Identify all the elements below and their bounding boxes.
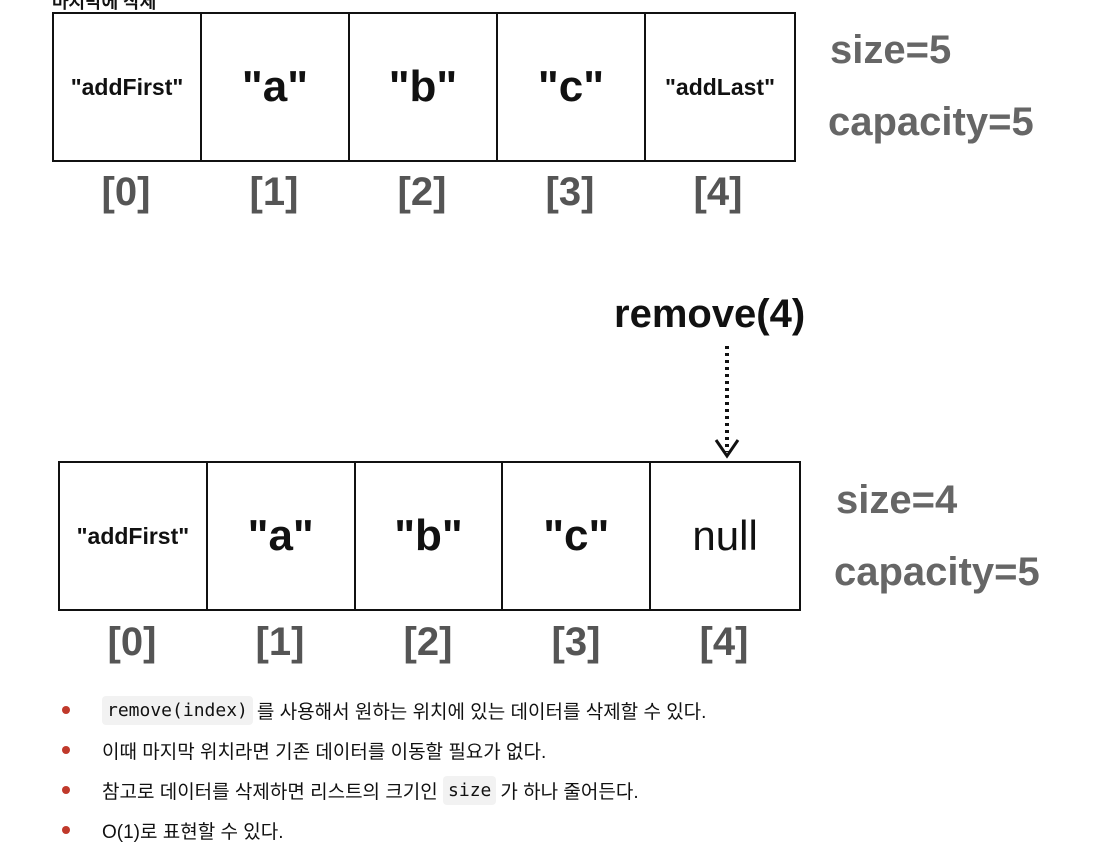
index-label: [4] [699, 620, 749, 664]
index-label: [3] [545, 170, 595, 214]
array-cell: "c" [498, 14, 646, 160]
inline-code: remove(index) [102, 695, 253, 725]
array-cell: "a" [208, 463, 356, 609]
array-cell: "addLast" [665, 73, 775, 100]
array-cell: "b" [350, 14, 498, 160]
size-label-before: size=5 [830, 28, 952, 72]
list-item: remove(index) 를 사용해서 원하는 위치에 있는 데이터를 삭제할… [62, 690, 1102, 730]
index-label: [0] [101, 170, 151, 214]
list-item-text: 가 하나 줄어든다. [500, 781, 639, 803]
array-cell-null: null [692, 512, 758, 559]
operation-label: remove(4) [614, 292, 806, 336]
list-item-text: 참고로 데이터를 삭제하면 리스트의 크기인 [102, 781, 444, 803]
index-label: [1] [249, 170, 299, 214]
array-cell: "c" [503, 463, 652, 609]
index-labels-after: [0] [1] [2] [3] [4] [58, 620, 801, 665]
list-item-text: 이때 마지막 위치라면 기존 데이터를 이동할 필요가 없다. [102, 741, 547, 763]
dotted-arrow-icon [714, 346, 740, 459]
section-heading: 마지막에 삭제 [52, 0, 157, 12]
inline-code: size [443, 775, 497, 805]
index-label: [0] [107, 620, 157, 664]
array-cell: "b" [356, 463, 504, 609]
bullet-icon [62, 826, 70, 834]
array-cell: "addFirst" [60, 463, 208, 609]
array-cell: "addFirst" [54, 14, 202, 160]
capacity-label-after: capacity=5 [834, 550, 1040, 594]
index-label: [1] [255, 620, 305, 664]
list-item: 참고로 데이터를 삭제하면 리스트의 크기인 size 가 하나 줄어든다. [62, 770, 1102, 810]
index-label: [3] [551, 620, 601, 664]
explanation-list: remove(index) 를 사용해서 원하는 위치에 있는 데이터를 삭제할… [62, 690, 1102, 850]
bullet-icon [62, 746, 70, 754]
list-item: O(1)로 표현할 수 있다. [62, 810, 1102, 850]
list-item-text: O(1)로 표현할 수 있다. [102, 821, 284, 843]
capacity-label-before: capacity=5 [828, 100, 1034, 144]
array-after: "addFirst" "a" "b" "c" null [58, 461, 801, 611]
index-label: [2] [403, 620, 453, 664]
array-before: "addFirst" "a" "b" "c" "addLast" [52, 12, 796, 162]
index-label: [2] [397, 170, 447, 214]
size-label-after: size=4 [836, 478, 958, 522]
list-item: 이때 마지막 위치라면 기존 데이터를 이동할 필요가 없다. [62, 730, 1102, 770]
bullet-icon [62, 786, 70, 794]
index-label: [4] [693, 170, 743, 214]
index-labels-before: [0] [1] [2] [3] [4] [52, 170, 796, 215]
bullet-icon [62, 706, 70, 714]
list-item-text: 를 사용해서 원하는 위치에 있는 데이터를 삭제할 수 있다. [256, 701, 707, 723]
array-cell: "a" [202, 14, 350, 160]
